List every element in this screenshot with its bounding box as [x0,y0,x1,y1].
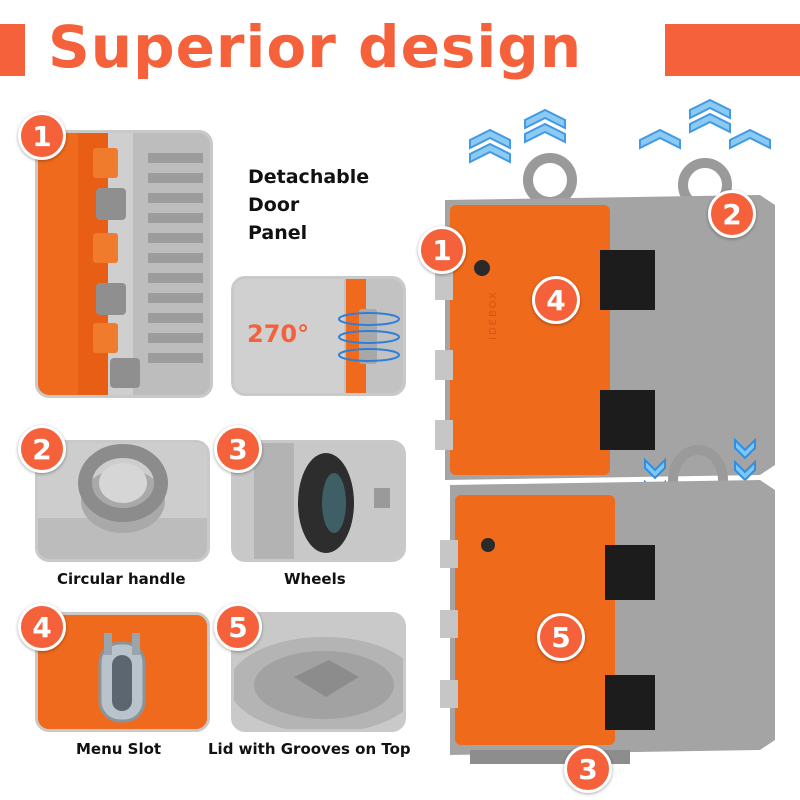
product-brand: IDEBOX [488,290,499,340]
lid-grooves-image [231,612,406,732]
wheels-image [231,440,406,562]
caption-menu-slot: Menu Slot [76,740,162,758]
badge-5-panel: 5 [214,603,262,651]
caption-wheels: Wheels [284,570,346,588]
header-bar-right [665,24,800,76]
badge-5-product: 5 [537,613,585,661]
circular-handle-image [35,440,210,562]
badge-3-panel: 3 [214,425,262,473]
page-title: Superior design [48,13,583,81]
caption-lid-grooves: Lid with Grooves on Top [208,740,411,758]
rotation-detail-image [231,276,406,396]
hinge-detail-image [35,130,213,398]
badge-1-panel: 1 [18,112,66,160]
badge-3-product: 3 [564,745,612,793]
detachable-door-panel-text: Detachable Door Panel [248,166,370,244]
product-image [435,98,775,764]
badge-4-product: 4 [532,276,580,324]
header-bar-left [0,24,25,76]
badge-4-panel: 4 [18,603,66,651]
caption-circular-handle: Circular handle [57,570,186,588]
rotation-label: 270° [247,320,310,348]
badge-2-product: 2 [708,190,756,238]
badge-1-product: 1 [418,226,466,274]
badge-2-panel: 2 [18,425,66,473]
